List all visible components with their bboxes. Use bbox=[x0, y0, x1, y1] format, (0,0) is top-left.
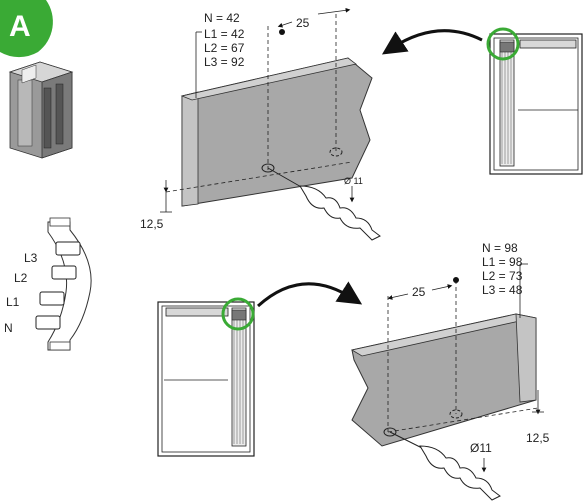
top-value-n: N = 42 bbox=[204, 11, 240, 25]
cabinet-top-right bbox=[489, 33, 583, 175]
bottom-panel-drawing bbox=[350, 263, 544, 447]
terminal-icon bbox=[39, 291, 65, 306]
drill-bit-icon bbox=[389, 431, 501, 501]
drill-bit-icon bbox=[267, 167, 381, 241]
bottom-drill-label: Ø11 bbox=[470, 441, 492, 455]
badge-letter: A bbox=[9, 10, 31, 43]
arrow-to-bottom-panel bbox=[256, 281, 363, 308]
step-badge: A bbox=[0, 0, 53, 58]
bottom-value-l2: L2 = 73 bbox=[482, 269, 523, 283]
top-value-l2: L2 = 67 bbox=[204, 41, 245, 55]
top-spacing-label: 25 bbox=[296, 16, 310, 30]
top-margin-label: 12,5 bbox=[140, 217, 164, 231]
bottom-margin-label: 12,5 bbox=[526, 431, 550, 445]
phase-label-l3: L3 bbox=[24, 251, 38, 265]
top-value-l3: L3 = 92 bbox=[204, 55, 245, 69]
arrow-to-top-panel bbox=[381, 29, 483, 55]
cabinet-bottom-left bbox=[157, 301, 255, 457]
phase-label-l2: L2 bbox=[14, 271, 28, 285]
bottom-spacing-label: 25 bbox=[412, 285, 426, 299]
highlight-ring-top bbox=[486, 27, 520, 61]
bottom-value-l3: L3 = 48 bbox=[482, 283, 523, 297]
busbar-profile-icon bbox=[8, 61, 74, 159]
top-drill-label: Ø 11 bbox=[344, 176, 363, 186]
phase-label-n: N bbox=[4, 321, 13, 335]
top-value-l1: L1 = 42 bbox=[204, 27, 245, 41]
phase-label-l1: L1 bbox=[6, 295, 20, 309]
highlight-ring-bottom bbox=[221, 297, 255, 331]
bottom-value-n: N = 98 bbox=[482, 241, 518, 255]
terminal-icon bbox=[51, 265, 77, 280]
top-panel-drawing bbox=[160, 7, 373, 213]
phase-bracket bbox=[35, 217, 92, 351]
bottom-value-l1: L1 = 98 bbox=[482, 255, 523, 269]
terminal-icon bbox=[55, 241, 81, 256]
terminal-icon bbox=[35, 315, 61, 330]
badge-shape bbox=[0, 0, 53, 58]
